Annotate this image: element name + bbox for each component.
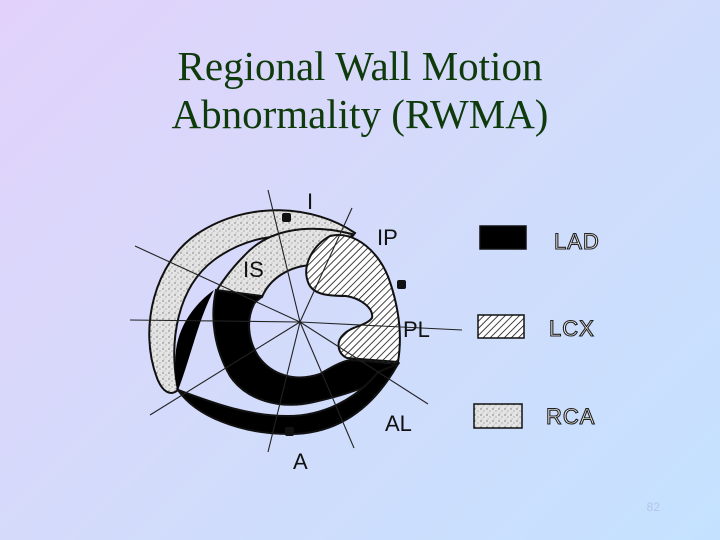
label-inferoposterior: IP bbox=[377, 225, 398, 250]
anterior-marker bbox=[285, 427, 294, 436]
legend-item-lcx: LCX bbox=[478, 315, 595, 341]
label-inferior: I bbox=[307, 189, 313, 214]
label-anterolateral: AL bbox=[385, 411, 412, 436]
legend-label-lad: LAD bbox=[554, 229, 600, 254]
label-inferoseptal: IS bbox=[243, 257, 264, 282]
legend-swatch-lad bbox=[480, 226, 526, 249]
legend-label-lcx: LCX bbox=[549, 316, 595, 341]
legend-swatch-lcx bbox=[478, 315, 524, 338]
page-number: 82 bbox=[647, 500, 660, 514]
posterior-marker bbox=[397, 280, 406, 289]
legend-swatch-rca bbox=[474, 404, 522, 428]
label-posterolateral: PL bbox=[403, 317, 430, 342]
legend-label-rca: RCA bbox=[546, 404, 595, 429]
legend-item-lad: LAD bbox=[480, 226, 600, 254]
label-anterior: A bbox=[293, 449, 308, 474]
lcx-segment bbox=[306, 235, 400, 362]
legend: LAD LCX RCA bbox=[474, 226, 600, 429]
inferior-marker bbox=[282, 213, 291, 222]
legend-item-rca: RCA bbox=[474, 404, 595, 429]
